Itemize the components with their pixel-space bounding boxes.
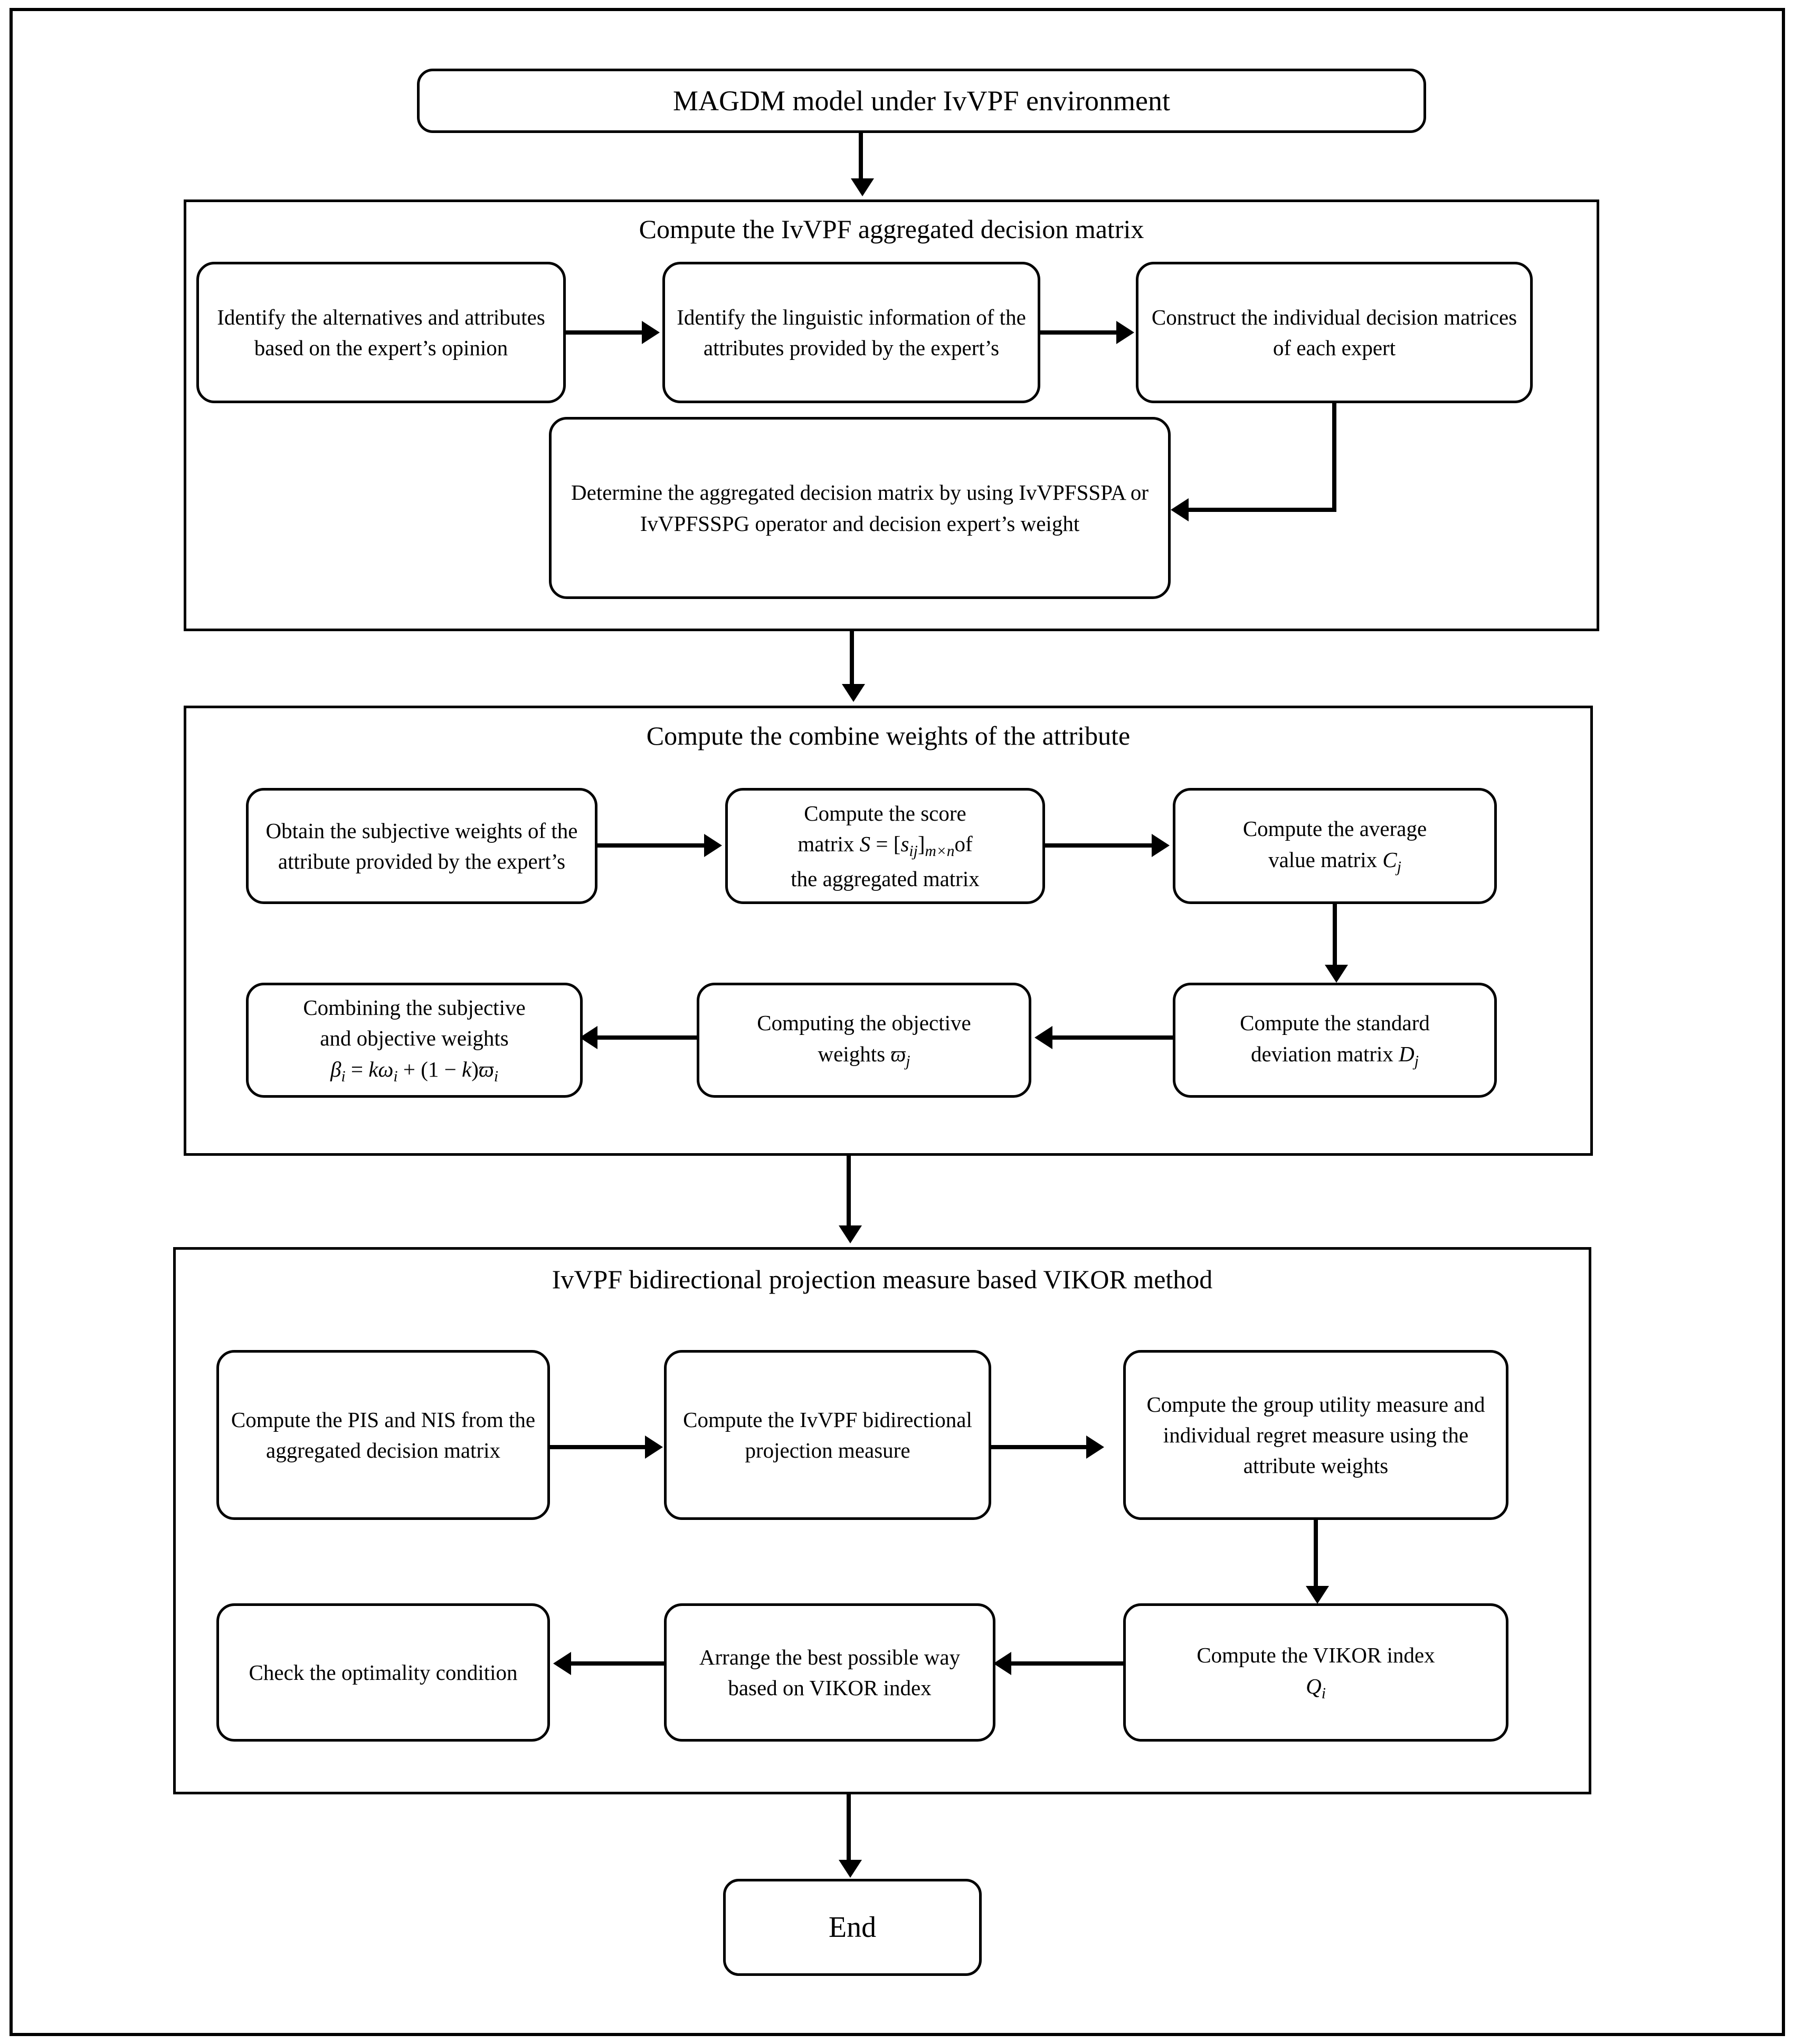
step-combining-weights: Combining the subjective and objective w…	[246, 983, 583, 1098]
connector-objective-to-combining	[597, 1035, 698, 1040]
arrow-pisnis-to-projection	[645, 1435, 663, 1459]
page-border	[10, 8, 1785, 2036]
section-vikor-title: IvVPF bidirectional projection measure b…	[552, 1265, 1213, 1294]
connector-construct-down	[1332, 403, 1336, 512]
step-determine-aggregated-matrix-label: Determine the aggregated decision matrix…	[571, 480, 1148, 536]
step-identify-alternatives-label: Identify the alternatives and attributes…	[217, 305, 545, 360]
connector-section3-to-end	[847, 1794, 851, 1863]
section-aggregated-matrix	[184, 199, 1599, 631]
step-construct-individual-matrices: Construct the individual decision matric…	[1136, 262, 1533, 403]
objective-line2-prefix: weights	[818, 1041, 891, 1066]
start-terminator: MAGDM model under IvVPF environment	[417, 69, 1426, 133]
arrow-arrange-to-optimality	[553, 1652, 571, 1675]
step-combining-weights-label: Combining the subjective and objective w…	[303, 995, 526, 1085]
score-line2-suffix: of	[954, 832, 973, 857]
stddev-line1: Compute the standard	[1240, 1011, 1430, 1035]
step-compute-standard-deviation: Compute the standard deviation matrix Dj	[1173, 983, 1497, 1098]
connector-section2-to-section3	[847, 1156, 851, 1228]
connector-arrange-to-optimality	[571, 1661, 664, 1666]
step-computing-objective-weights-label: Computing the objective weights ϖj	[757, 1011, 971, 1070]
average-line1: Compute the average	[1242, 816, 1427, 841]
connector-section1-to-section2	[850, 631, 854, 687]
combining-line2: and objective weights	[320, 1026, 509, 1051]
step-compute-group-utility-label: Compute the group utility measure and in…	[1146, 1392, 1485, 1478]
step-arrange-best-way: Arrange the best possible way based on V…	[664, 1603, 995, 1742]
step-identify-linguistic: Identify the linguistic information of t…	[662, 262, 1040, 403]
objective-line1: Computing the objective	[757, 1011, 971, 1035]
stddev-line2-prefix: deviation matrix	[1251, 1041, 1399, 1066]
connector-average-to-stddev	[1333, 904, 1337, 968]
section-combine-weights-title: Compute the combine weights of the attri…	[646, 721, 1131, 750]
connector-score-to-average	[1045, 843, 1156, 848]
step-identify-alternatives: Identify the alternatives and attributes…	[196, 262, 566, 403]
end-label: End	[828, 1911, 877, 1944]
step-compute-score-matrix-label: Compute the score matrix S = [sij]m×nof …	[791, 801, 980, 891]
step-obtain-subjective-weights: Obtain the subjective weights of the att…	[246, 788, 597, 904]
arrow-vikorindex-to-arrange	[993, 1652, 1011, 1675]
step-check-optimality: Check the optimality condition	[216, 1603, 550, 1742]
arrow-grouputility-to-vikorindex	[1306, 1586, 1329, 1604]
connector-start-to-section1	[859, 133, 863, 182]
arrow-section2-to-section3	[839, 1225, 862, 1243]
step-compute-vikor-index-label: Compute the VIKOR index Qi	[1197, 1643, 1435, 1702]
step-identify-linguistic-label: Identify the linguistic information of t…	[677, 305, 1026, 360]
step-computing-objective-weights: Computing the objective weights ϖj	[697, 983, 1031, 1098]
arrow-identify-to-linguistic	[642, 321, 660, 344]
score-line2-prefix: matrix	[798, 832, 860, 857]
connector-pisnis-to-projection	[550, 1445, 649, 1449]
score-line3: the aggregated matrix	[791, 866, 980, 891]
step-obtain-subjective-weights-label: Obtain the subjective weights of the att…	[265, 818, 578, 873]
step-arrange-best-way-label: Arrange the best possible way based on V…	[699, 1644, 961, 1700]
arrow-linguistic-to-construct	[1116, 321, 1134, 344]
connector-projection-to-grouputility	[991, 1445, 1090, 1449]
section-combine-weights	[184, 706, 1593, 1156]
connector-construct-to-determine	[1189, 508, 1336, 512]
average-line2-prefix: value matrix	[1268, 847, 1383, 872]
connector-grouputility-to-vikorindex	[1314, 1520, 1318, 1590]
arrow-section3-to-end	[839, 1860, 862, 1878]
vikorindex-line1: Compute the VIKOR index	[1197, 1643, 1435, 1668]
section-aggregated-matrix-title: Compute the IvVPF aggregated decision ma…	[639, 214, 1144, 244]
step-compute-average-value-matrix: Compute the average value matrix Cj	[1173, 788, 1497, 904]
connector-stddev-to-objective	[1052, 1035, 1173, 1040]
arrow-start-to-section1	[851, 178, 874, 196]
step-compute-pis-nis: Compute the PIS and NIS from the aggrega…	[216, 1350, 550, 1520]
section-vikor	[173, 1247, 1591, 1794]
connector-subjective-to-score	[597, 843, 708, 848]
step-check-optimality-label: Check the optimality condition	[249, 1660, 518, 1685]
arrow-section1-to-section2	[842, 684, 865, 702]
step-determine-aggregated-matrix: Determine the aggregated decision matrix…	[549, 417, 1171, 599]
arrow-stddev-to-objective	[1034, 1026, 1052, 1049]
arrow-projection-to-grouputility	[1086, 1435, 1104, 1459]
step-compute-group-utility: Compute the group utility measure and in…	[1123, 1350, 1508, 1520]
step-compute-bidirectional-projection: Compute the IvVPF bidirectional projecti…	[664, 1350, 991, 1520]
arrow-construct-to-determine	[1171, 498, 1189, 521]
arrow-average-to-stddev	[1325, 965, 1348, 983]
step-compute-pis-nis-label: Compute the PIS and NIS from the aggrega…	[231, 1407, 536, 1462]
end-terminator: End	[723, 1879, 982, 1976]
score-line1: Compute the score	[804, 801, 966, 826]
step-compute-score-matrix: Compute the score matrix S = [sij]m×nof …	[725, 788, 1045, 904]
step-compute-bidirectional-projection-label: Compute the IvVPF bidirectional projecti…	[683, 1407, 972, 1462]
step-compute-average-value-matrix-label: Compute the average value matrix Cj	[1242, 816, 1427, 876]
arrow-subjective-to-score	[704, 834, 722, 857]
connector-linguistic-to-construct	[1040, 330, 1121, 335]
step-construct-individual-matrices-label: Construct the individual decision matric…	[1151, 305, 1517, 360]
start-label: MAGDM model under IvVPF environment	[673, 85, 1170, 117]
connector-identify-to-linguistic	[566, 330, 646, 335]
step-compute-standard-deviation-label: Compute the standard deviation matrix Dj	[1240, 1011, 1430, 1070]
step-compute-vikor-index: Compute the VIKOR index Qi	[1123, 1603, 1508, 1742]
arrow-score-to-average	[1152, 834, 1170, 857]
combining-line1: Combining the subjective	[303, 995, 526, 1020]
connector-vikorindex-to-arrange	[1011, 1661, 1125, 1666]
